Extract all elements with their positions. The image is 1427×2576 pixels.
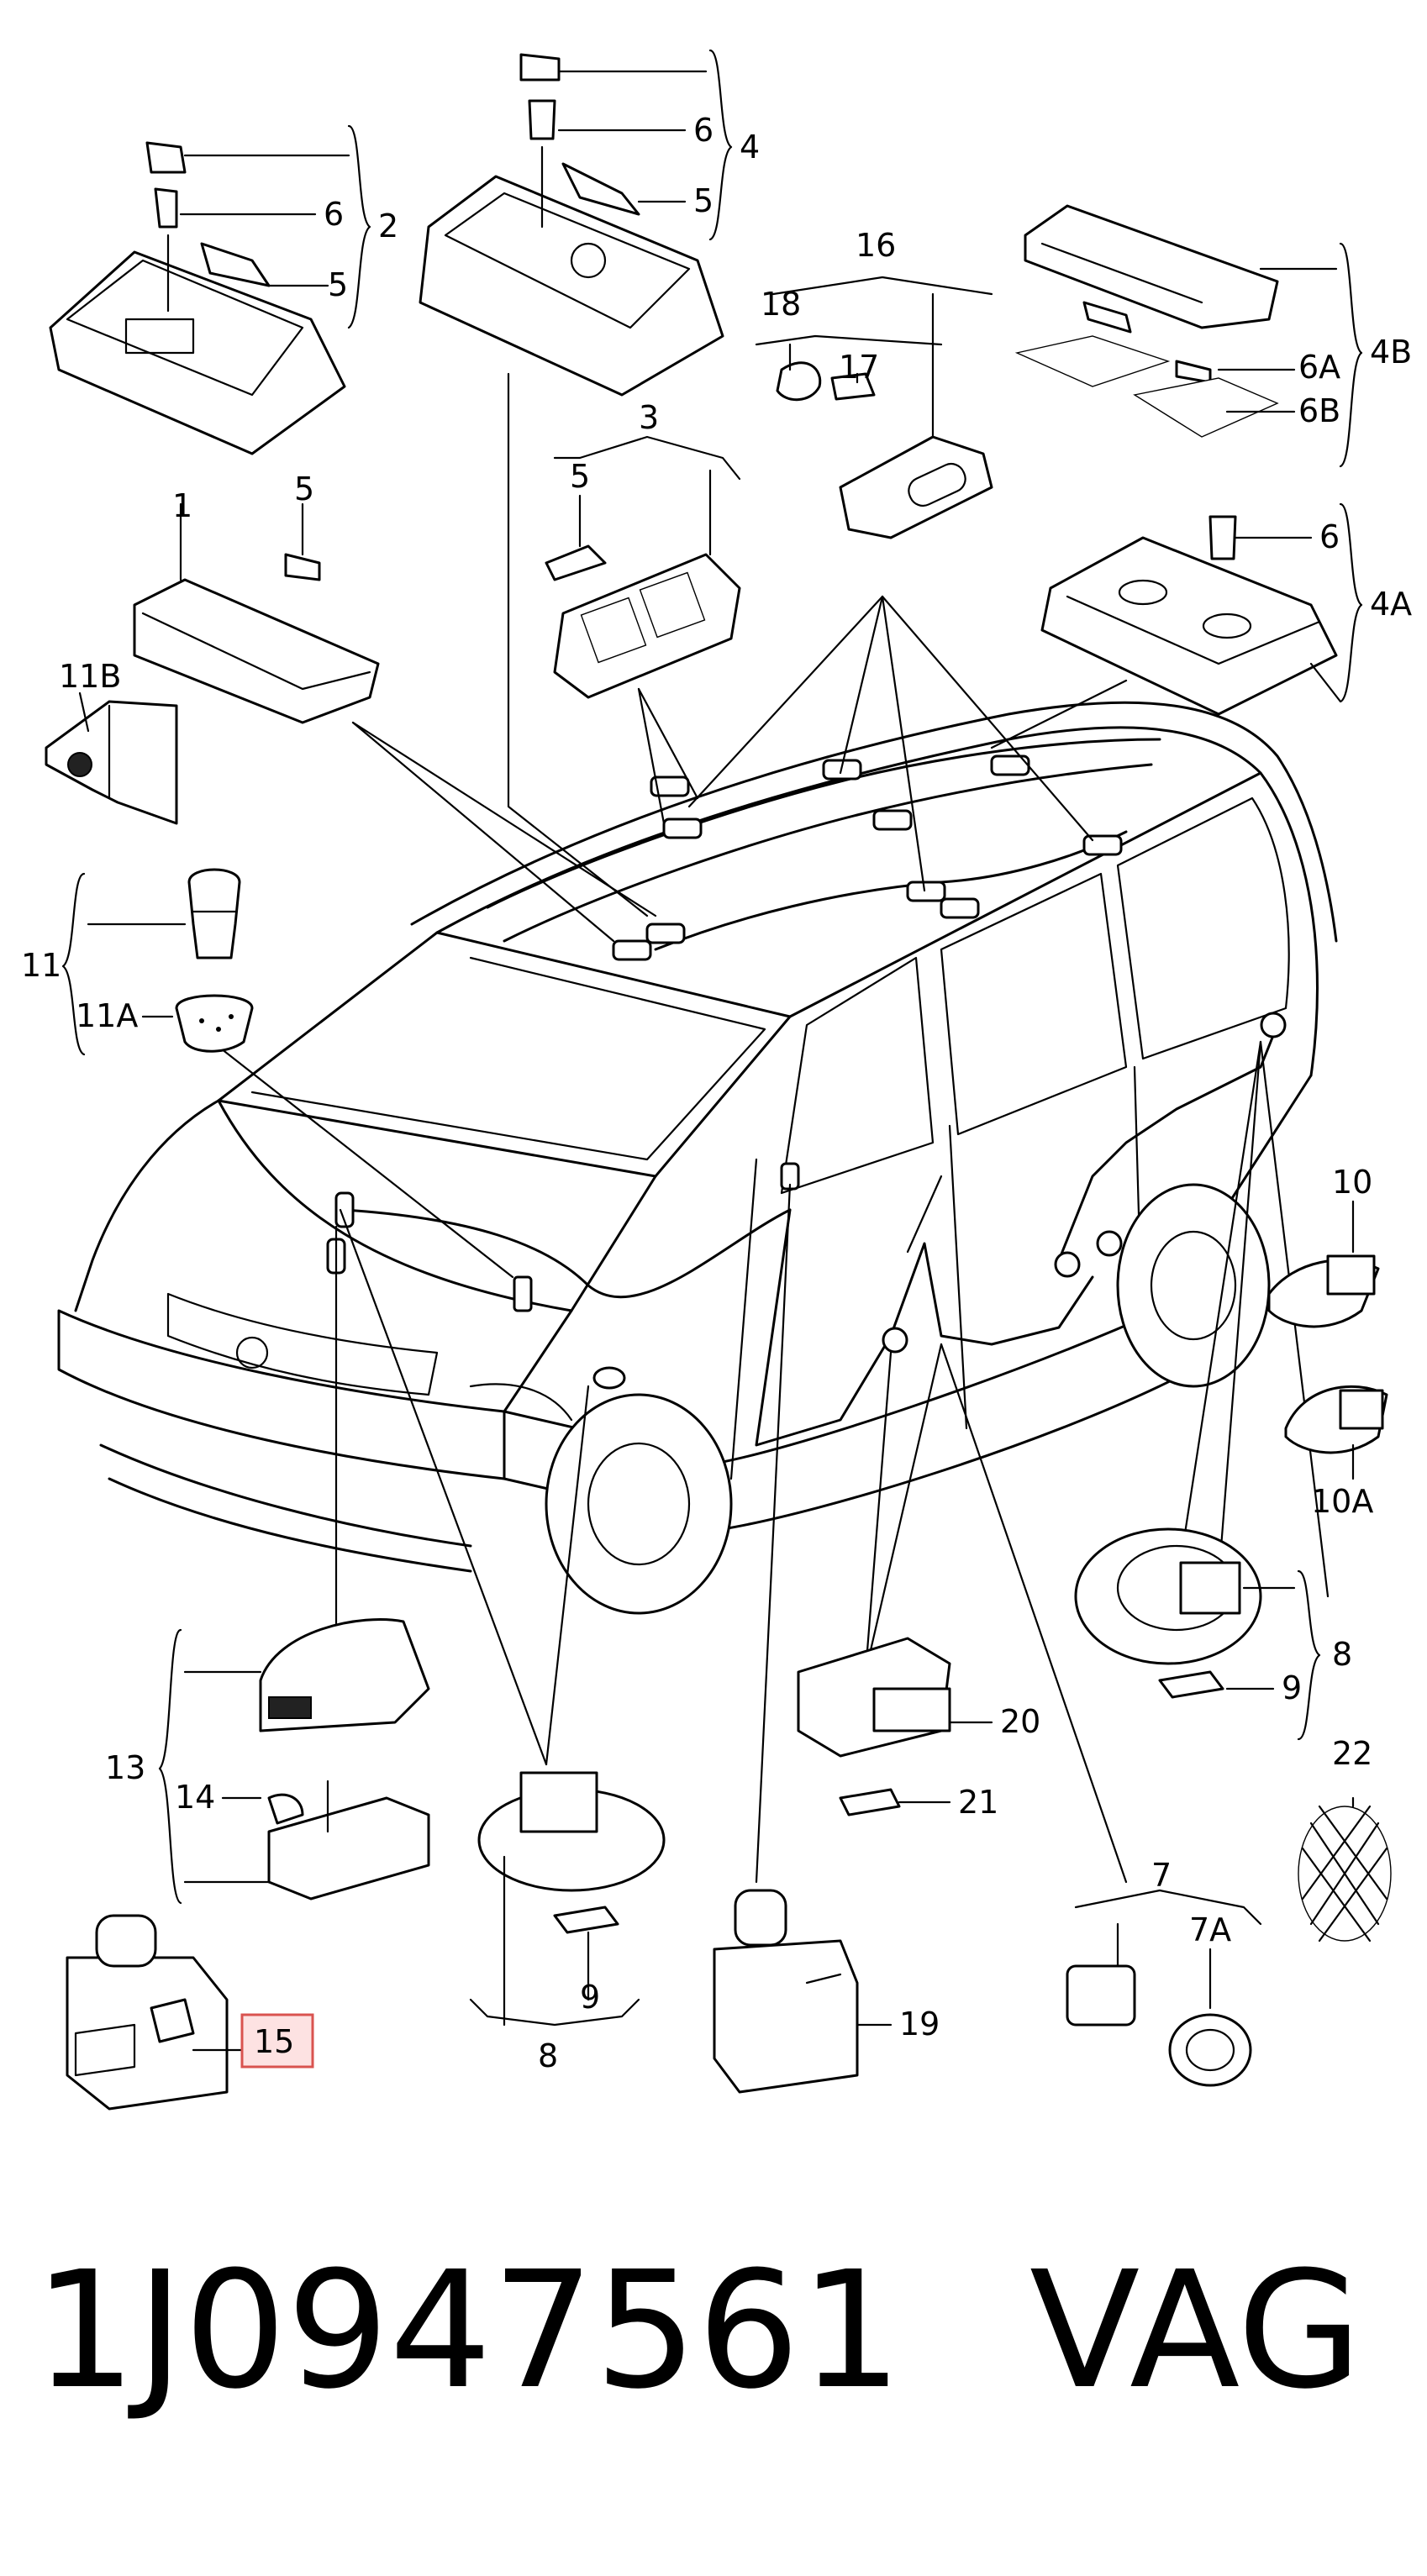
label-8: 8 <box>1332 1636 1352 1673</box>
label-22: 22 <box>1332 1735 1372 1772</box>
label-10: 10 <box>1332 1164 1372 1201</box>
part-15-door-contact-switch <box>66 1914 229 2111</box>
callout-lines <box>61 49 1363 2052</box>
part-4-interior-light <box>419 53 724 397</box>
label-15: 15 <box>254 2023 294 2060</box>
label-5: 5 <box>294 471 314 507</box>
label-17: 17 <box>839 349 879 386</box>
label-6B: 6B <box>1298 392 1340 429</box>
label-6: 6 <box>693 112 714 149</box>
label-4B: 4B <box>1370 334 1412 371</box>
part-7-bulb-holder <box>1066 1964 1252 2087</box>
part-11B-bracket <box>45 700 178 825</box>
leader-lines <box>200 372 1330 1884</box>
part-20-light <box>797 1637 951 1816</box>
label-14: 14 <box>175 1779 215 1816</box>
label-5: 5 <box>328 266 348 303</box>
part-4A-lamp-housing <box>1040 515 1338 716</box>
label-1: 1 <box>172 487 192 524</box>
label-7A: 7A <box>1189 1911 1231 1948</box>
part-2-interior-light <box>49 141 346 455</box>
label-10A: 10A <box>1311 1483 1373 1520</box>
label-20: 20 <box>1000 1703 1040 1740</box>
label-6: 6 <box>1319 518 1340 555</box>
label-21: 21 <box>958 1784 998 1821</box>
part-22-mesh-grille <box>1298 1805 1392 1943</box>
part-8-light-left <box>477 1771 666 1934</box>
part-16-reading-light <box>776 361 993 539</box>
highlight-box-15 <box>240 2013 314 2069</box>
label-7: 7 <box>1151 1857 1172 1894</box>
label-19: 19 <box>899 2006 940 2042</box>
part-11-plug <box>175 868 254 1053</box>
part-10-light <box>1267 1254 1388 1454</box>
label-8: 8 <box>538 2037 558 2074</box>
label-6A: 6A <box>1298 349 1340 386</box>
roof-wiring-harness <box>486 738 1161 961</box>
label-9: 9 <box>580 1979 600 2016</box>
body-wiring-harness <box>326 1012 1287 1447</box>
brand: VAG <box>1029 2237 1362 2425</box>
label-11: 11 <box>21 947 61 984</box>
label-3: 3 <box>639 399 659 436</box>
label-9: 9 <box>1282 1669 1302 1706</box>
part-19-switch <box>713 1889 859 2094</box>
van-illustration <box>57 701 1338 1615</box>
label-4A: 4A <box>1370 586 1412 623</box>
part-3-switch <box>545 544 741 699</box>
label-4: 4 <box>740 129 760 166</box>
label-16: 16 <box>856 227 896 264</box>
label-5: 5 <box>570 458 590 495</box>
label-11B: 11B <box>59 658 121 695</box>
label-5: 5 <box>693 182 714 219</box>
part-number: 1J0947561 <box>34 2237 903 2425</box>
callout-labels: 2 6 5 4 6 5 1 5 3 5 16 18 17 4B 6A 6B 6 … <box>21 112 1412 2074</box>
footer: 1J0947561 VAG <box>34 2237 1362 2425</box>
label-13: 13 <box>105 1749 145 1786</box>
label-2: 2 <box>378 208 398 244</box>
label-6: 6 <box>324 196 344 233</box>
part-8-light-right <box>1074 1527 1262 1699</box>
part-4B-light-strip <box>1014 204 1279 438</box>
part-1-light-cover <box>133 553 380 724</box>
label-18: 18 <box>761 286 801 323</box>
part-13-assembly <box>259 1618 430 1900</box>
label-11A: 11A <box>76 997 138 1034</box>
